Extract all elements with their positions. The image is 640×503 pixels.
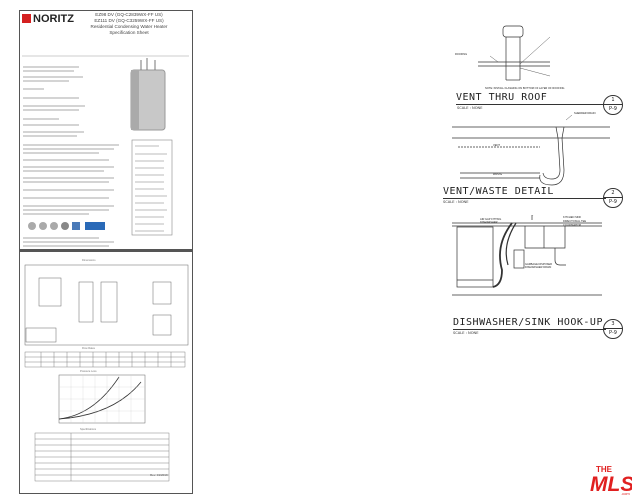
svg-text:THE: THE <box>596 465 613 474</box>
detail-scale: SCALE : NONE <box>443 200 469 204</box>
section-flow-rates: Flow Rates <box>82 347 95 350</box>
svg-text:MLS: MLS <box>590 473 632 496</box>
detail-scale: SCALE : NONE <box>453 331 479 335</box>
vent-waste-drawing <box>452 115 610 186</box>
pressure-loss-chart <box>58 374 146 424</box>
label-roofing: ROOFING <box>455 53 468 56</box>
spec-sheet-graphics <box>22 55 189 482</box>
title-underline <box>443 198 606 199</box>
page-divider <box>19 249 193 252</box>
detail-scale: SCALE : NONE <box>457 106 483 110</box>
water-heater-photo <box>130 58 166 131</box>
model-1: EZ98 DV (GQ-C2839WX-FF US) <box>95 12 163 17</box>
title-underline <box>456 104 606 105</box>
dishwasher-sink-drawing <box>452 215 602 296</box>
vent-thru-roof-drawing <box>478 25 551 81</box>
model-2: EZ111 DV (GQ-C3259WX-FF US) <box>94 18 164 23</box>
section-pressure-loss: Pressure Loss <box>80 370 97 373</box>
dimensions-drawing <box>24 264 189 346</box>
specifications-table <box>34 432 170 482</box>
doc-type: Specification Sheet <box>109 30 149 35</box>
detail-title-dishwasher-sink: DISHWASHER/SINK HOOK-UP <box>453 317 603 328</box>
roof-note: NOTE: INSTALL FLASHING ON BOTTOM OF LAYE… <box>485 87 565 90</box>
feature-list-text <box>23 66 119 247</box>
label-shedder-drain: SHEDDER DRAIN <box>574 112 596 115</box>
certification-icons <box>28 222 105 230</box>
detail-title-vent-thru-roof: VENT THRU ROOF <box>456 92 548 103</box>
svg-text:.com: .com <box>621 491 630 496</box>
title-underline <box>453 329 606 330</box>
label-vent: VENT <box>493 144 500 147</box>
section-specifications: Specifications <box>80 428 97 431</box>
noritz-logo: NORITZ <box>22 13 74 25</box>
accessories-box <box>131 139 173 236</box>
flow-rates-table <box>24 351 186 368</box>
section-dimensions: Dimensions <box>82 259 96 262</box>
detail-title-vent-waste: VENT/WASTE DETAIL <box>443 186 554 197</box>
label-waste: WASTE <box>493 173 503 176</box>
product-title: Residential Condensing Water Heater <box>90 24 168 29</box>
brand-name: NORITZ <box>33 13 74 25</box>
spec-header: EZ98 DV (GQ-C2839WX-FF US) EZ111 DV (GQ-… <box>70 12 188 36</box>
revision: Rev. 01/2019 <box>150 473 168 477</box>
mls-watermark-logo: THE MLS .com <box>590 465 632 496</box>
